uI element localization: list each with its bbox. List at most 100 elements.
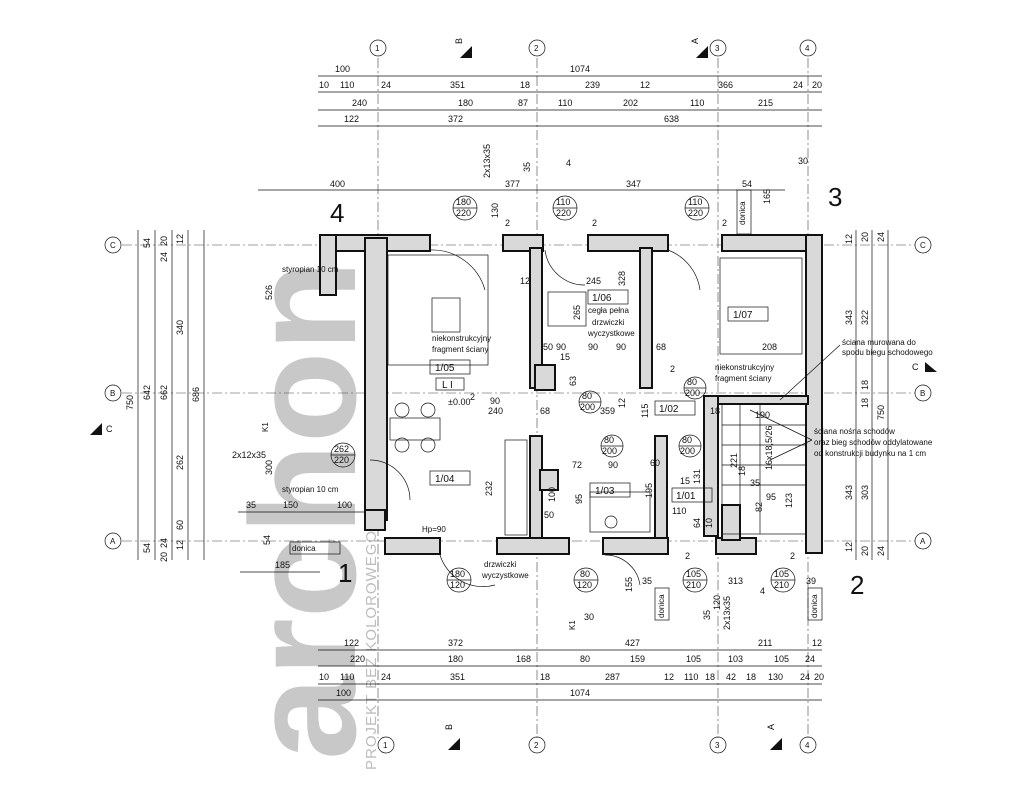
svg-text:150: 150 xyxy=(283,500,298,510)
svg-text:80: 80 xyxy=(687,377,697,387)
svg-text:80: 80 xyxy=(580,654,590,664)
svg-text:wyczystkowe: wyczystkowe xyxy=(587,329,635,338)
svg-text:95: 95 xyxy=(766,492,776,502)
svg-text:638: 638 xyxy=(664,114,679,124)
room-1-06: 1/06 xyxy=(592,293,612,304)
stairs: 16x18,5/26 xyxy=(721,403,807,535)
svg-text:662: 662 xyxy=(159,385,169,400)
axis-bubbles-left: C B A xyxy=(104,236,122,550)
svg-text:C: C xyxy=(110,241,116,250)
svg-text:20: 20 xyxy=(159,552,169,562)
svg-text:240: 240 xyxy=(488,406,503,416)
svg-text:642: 642 xyxy=(142,385,152,400)
svg-text:110: 110 xyxy=(340,672,354,682)
svg-text:4: 4 xyxy=(760,586,765,596)
svg-text:24: 24 xyxy=(159,538,169,548)
svg-text:60: 60 xyxy=(650,458,660,468)
svg-text:1: 1 xyxy=(375,44,380,53)
svg-text:12: 12 xyxy=(617,398,627,408)
svg-text:C: C xyxy=(920,241,926,250)
svg-text:90: 90 xyxy=(608,460,618,470)
svg-text:686: 686 xyxy=(191,387,201,402)
svg-text:80: 80 xyxy=(580,569,590,579)
svg-text:347: 347 xyxy=(626,179,641,189)
svg-text:80: 80 xyxy=(604,435,614,445)
svg-text:90: 90 xyxy=(556,342,566,352)
svg-text:18: 18 xyxy=(860,398,870,408)
svg-text:68: 68 xyxy=(540,406,550,416)
svg-text:1074: 1074 xyxy=(570,64,590,74)
svg-text:2: 2 xyxy=(534,44,539,53)
svg-text:donica: donica xyxy=(292,544,316,553)
svg-text:287: 287 xyxy=(605,672,620,682)
svg-text:90: 90 xyxy=(490,396,500,406)
room-1-05-sub: L I xyxy=(442,380,453,391)
svg-text:50: 50 xyxy=(544,510,554,520)
corner-number-2: 2 xyxy=(850,570,864,600)
svg-text:130: 130 xyxy=(490,203,500,218)
svg-text:24: 24 xyxy=(159,252,169,262)
svg-text:20: 20 xyxy=(860,232,870,242)
svg-text:B: B xyxy=(454,38,464,44)
svg-text:C: C xyxy=(106,424,113,434)
svg-text:110: 110 xyxy=(672,506,686,516)
svg-text:90: 90 xyxy=(616,342,626,352)
svg-text:2: 2 xyxy=(685,551,690,561)
svg-text:fragment ściany: fragment ściany xyxy=(715,374,771,383)
svg-text:200: 200 xyxy=(685,388,700,398)
svg-text:131: 131 xyxy=(692,469,702,484)
svg-text:377: 377 xyxy=(505,179,520,189)
svg-text:190: 190 xyxy=(755,410,770,420)
svg-text:2: 2 xyxy=(722,218,727,228)
svg-text:2: 2 xyxy=(534,741,539,750)
svg-text:180: 180 xyxy=(458,98,473,108)
svg-text:30: 30 xyxy=(584,612,594,622)
svg-text:185: 185 xyxy=(275,560,290,570)
svg-text:2: 2 xyxy=(470,392,475,402)
svg-text:cegła pełna: cegła pełna xyxy=(588,306,629,315)
svg-text:50: 50 xyxy=(543,342,553,352)
svg-text:12: 12 xyxy=(844,234,854,244)
dimensions-left: 750 54 642 54 20 24 662 24 20 12 340 262… xyxy=(125,230,370,562)
svg-text:110: 110 xyxy=(688,197,702,207)
svg-text:1074: 1074 xyxy=(570,688,590,698)
svg-text:spodu biegu schodowego: spodu biegu schodowego xyxy=(842,348,933,357)
svg-text:343: 343 xyxy=(844,310,854,325)
room-1-07: 1/07 xyxy=(733,310,753,321)
svg-text:68: 68 xyxy=(656,342,666,352)
svg-text:K1: K1 xyxy=(568,620,577,630)
svg-text:100: 100 xyxy=(336,688,351,698)
svg-text:245: 245 xyxy=(586,276,601,286)
svg-text:351: 351 xyxy=(450,672,465,682)
svg-text:18: 18 xyxy=(540,672,550,682)
svg-text:105: 105 xyxy=(686,654,701,664)
svg-text:64: 64 xyxy=(692,518,702,528)
furniture xyxy=(387,254,803,536)
svg-text:12: 12 xyxy=(844,542,854,552)
svg-text:200: 200 xyxy=(602,446,617,456)
svg-text:18: 18 xyxy=(860,380,870,390)
svg-text:372: 372 xyxy=(448,638,463,648)
svg-text:3: 3 xyxy=(715,44,720,53)
svg-text:drzwiczki: drzwiczki xyxy=(592,318,625,327)
door-swings xyxy=(369,249,701,587)
svg-text:232: 232 xyxy=(484,481,494,496)
svg-text:340: 340 xyxy=(175,320,185,335)
svg-text:123: 123 xyxy=(784,493,794,508)
svg-text:87: 87 xyxy=(518,98,528,108)
corner-number-3: 3 xyxy=(828,182,842,212)
svg-text:15: 15 xyxy=(560,352,570,362)
svg-text:180: 180 xyxy=(456,197,471,207)
svg-text:Hp=90: Hp=90 xyxy=(422,525,446,534)
svg-text:210: 210 xyxy=(774,580,789,590)
svg-text:18: 18 xyxy=(520,80,530,90)
svg-text:215: 215 xyxy=(758,98,773,108)
svg-text:20: 20 xyxy=(814,672,824,682)
svg-text:103: 103 xyxy=(728,654,743,664)
svg-text:265: 265 xyxy=(572,305,582,320)
svg-text:120: 120 xyxy=(450,580,465,590)
svg-text:18: 18 xyxy=(737,466,747,476)
svg-text:12: 12 xyxy=(640,80,650,90)
axis-bubbles-bottom: 1 2 3 4 xyxy=(377,736,817,754)
